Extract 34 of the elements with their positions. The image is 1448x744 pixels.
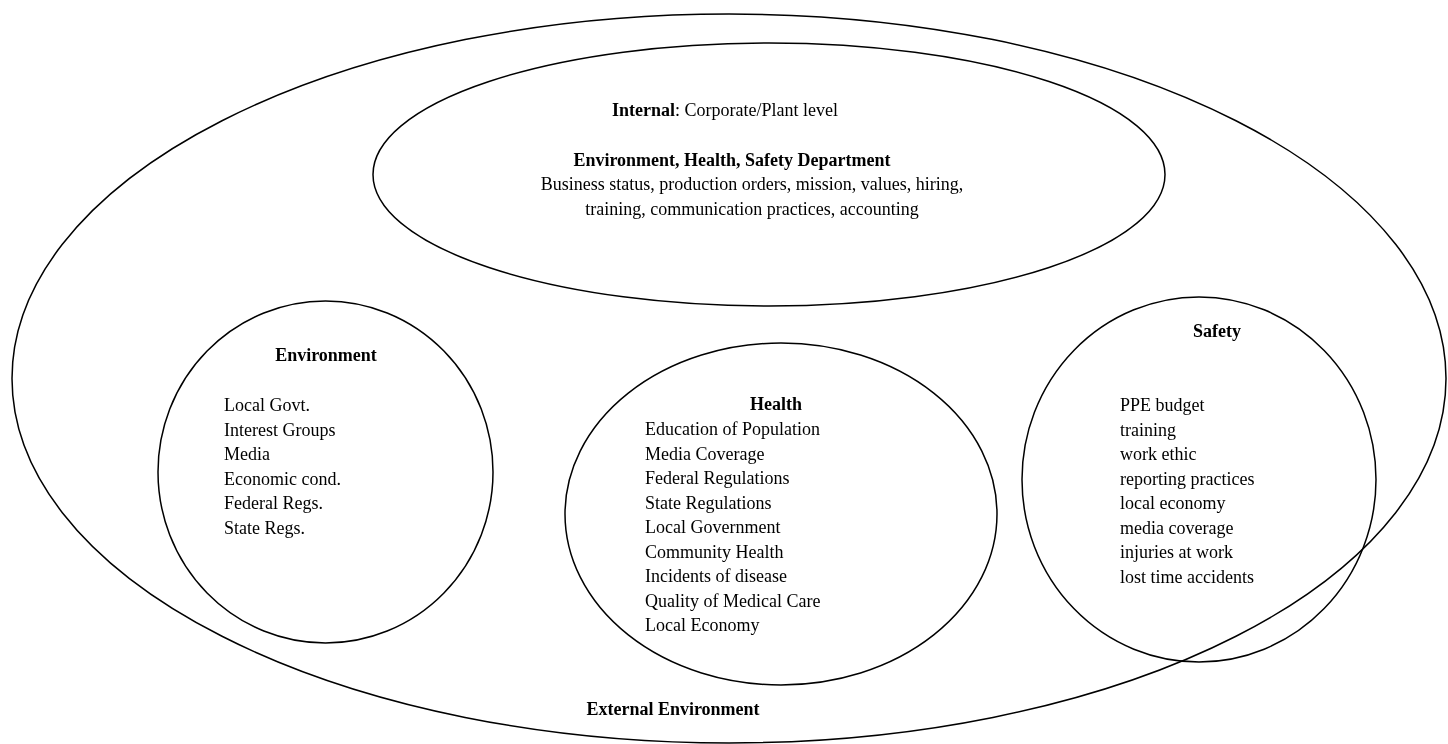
category-ellipse: [564, 342, 998, 686]
category-ellipse: [11, 13, 1447, 744]
list-item: lost time accidents: [1120, 565, 1254, 589]
list-item: Federal Regs.: [224, 492, 323, 515]
description-text: Business status, production orders, mission, values, hiring, training, communication practices, accounting: [539, 173, 965, 221]
list-item: Education of Population: [645, 418, 820, 441]
list-item: Local Economy: [645, 614, 760, 637]
heading: External Environment: [586, 698, 760, 721]
list-item: work ethic: [1120, 443, 1197, 466]
category-ellipse: [372, 42, 1166, 307]
list-item: media coverage: [1120, 516, 1234, 540]
list-item: Interest Groups: [224, 418, 336, 442]
list-item: Community Health: [645, 540, 784, 564]
list-item: Media Coverage: [645, 442, 765, 466]
list-item: Local Govt.: [224, 394, 310, 417]
list-item: Quality of Medical Care: [645, 589, 821, 613]
list-item: State Regulations: [645, 491, 772, 515]
list-item: injuries at work: [1120, 541, 1233, 564]
list-item: training: [1120, 418, 1176, 442]
list-item: State Regs.: [224, 516, 305, 540]
list-item: Federal Regulations: [645, 467, 790, 490]
list-item: Economic cond.: [224, 467, 341, 491]
subtitle: Internal: Corporate/Plant level: [612, 99, 838, 122]
list-item: local economy: [1120, 492, 1226, 515]
list-item: Incidents of disease: [645, 565, 787, 588]
heading: Environment: [275, 344, 377, 367]
heading: Safety: [1193, 320, 1241, 343]
list-item: Local Government: [645, 516, 781, 539]
list-item: PPE budget: [1120, 394, 1205, 417]
category-ellipse: [157, 300, 494, 644]
heading: Environment, Health, Safety Department: [573, 149, 891, 172]
list-item: Media: [224, 443, 270, 466]
heading: Health: [750, 393, 802, 416]
list-item: reporting practices: [1120, 467, 1255, 491]
